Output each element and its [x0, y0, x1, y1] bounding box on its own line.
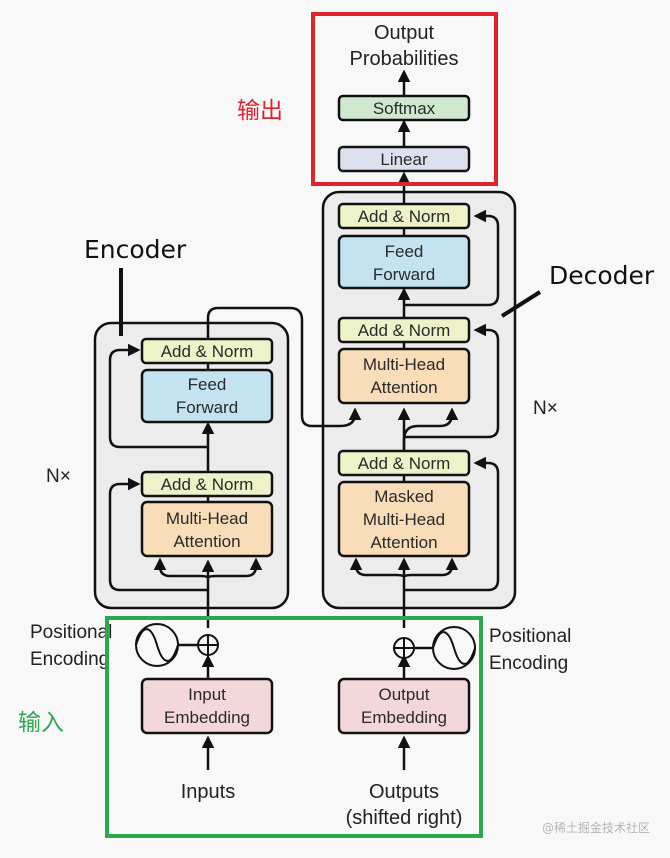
encoder-add-icon	[197, 634, 219, 656]
input-connections	[178, 643, 432, 770]
decoder-cross-attn-line1: Multi-Head	[363, 355, 445, 374]
pos-enc-left-line1: Positional	[30, 622, 112, 643]
encoder-ff-line2: Forward	[176, 398, 238, 417]
decoder-masked-line2: Multi-Head	[363, 510, 445, 529]
decoder-add-norm-mid-label: Add & Norm	[358, 321, 451, 340]
outputs-label-line1: Outputs	[369, 781, 439, 803]
input-embedding-line1: Input	[188, 685, 226, 704]
decoder-masked-line3: Attention	[370, 533, 437, 552]
softmax-block	[337, 94, 471, 122]
encoder-ff-line1: Feed	[188, 375, 227, 394]
input-cn-label: 输入	[18, 710, 64, 736]
encoder-add-norm-bottom	[140, 470, 274, 498]
encoder-add-norm-top	[140, 337, 274, 365]
softmax-label: Softmax	[373, 99, 436, 118]
encoder-connections	[108, 306, 362, 628]
input-highlight-box	[105, 616, 483, 838]
decoder-connections	[349, 69, 500, 628]
input-embedding-line2: Embedding	[164, 708, 250, 727]
encoder-add-norm-bottom-label: Add & Norm	[161, 475, 254, 494]
pos-enc-right-line1: Positional	[489, 626, 571, 647]
decoder-add-norm-top-label: Add & Norm	[358, 207, 451, 226]
decoder-add-norm-top	[337, 202, 471, 230]
decoder-annotation: Decoder	[549, 261, 655, 290]
output-embedding-line2: Embedding	[361, 708, 447, 727]
output-probabilities-line1: Output	[374, 22, 434, 44]
decoder-ff-line2: Forward	[373, 265, 435, 284]
decoder-add-norm-bottom-label: Add & Norm	[358, 454, 451, 473]
output-embedding-line1: Output	[378, 685, 429, 704]
encoder-feed-forward	[140, 368, 274, 424]
decoder-sine-wave-icon	[432, 626, 476, 670]
decoder-add-norm-mid	[337, 316, 471, 344]
encoder-attn-line2: Attention	[173, 532, 240, 551]
inputs-label: Inputs	[181, 781, 235, 803]
output-embedding	[337, 677, 471, 735]
pos-enc-left-line2: Encoding	[30, 649, 109, 670]
decoder-ff-line1: Feed	[385, 242, 424, 261]
output-probabilities-line2: Probabilities	[350, 48, 459, 70]
decoder-masked-line1: Masked	[374, 487, 434, 506]
encoder-stack	[93, 321, 290, 610]
decoder-cross-attention	[337, 347, 471, 405]
linear-label: Linear	[380, 150, 428, 169]
output-cn-label: 输出	[237, 98, 283, 124]
pos-enc-right-line2: Encoding	[489, 653, 568, 674]
encoder-annotation: Encoder	[84, 235, 187, 264]
encoder-repeat-label: N×	[46, 466, 71, 487]
decoder-repeat-label: N×	[533, 398, 558, 419]
decoder-add-norm-bottom	[337, 449, 471, 477]
decoder-cross-attn-line2: Attention	[370, 378, 437, 397]
decoder-feed-forward	[337, 234, 471, 290]
output-highlight-box	[311, 12, 498, 186]
input-embedding	[140, 677, 274, 735]
encoder-add-norm-top-label: Add & Norm	[161, 342, 254, 361]
decoder-add-icon	[393, 637, 415, 659]
watermark: @稀土掘金技术社区	[542, 820, 650, 835]
encoder-attn-line1: Multi-Head	[166, 509, 248, 528]
outputs-label-line2: (shifted right)	[346, 807, 463, 829]
encoder-self-attention	[140, 500, 274, 558]
decoder-pointer	[500, 290, 542, 318]
encoder-sine-wave-icon	[135, 623, 179, 667]
linear-block	[337, 145, 471, 173]
decoder-masked-attention	[337, 480, 471, 558]
